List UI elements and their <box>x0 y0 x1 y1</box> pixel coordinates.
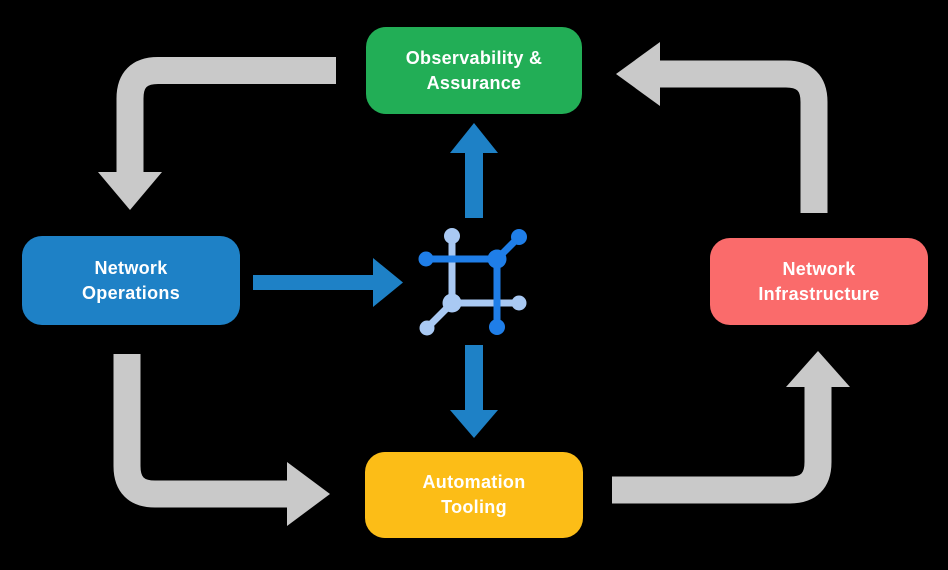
node-label-line: Automation <box>422 472 526 492</box>
node-label-line: Network <box>94 257 168 278</box>
icon-node-bottom-left <box>442 293 462 313</box>
arrow-head-right-icon <box>373 258 403 307</box>
node-label-line: Network <box>782 258 856 279</box>
flow-arrow-center-to-observability <box>450 123 498 218</box>
arrow-shaft <box>113 354 289 508</box>
flow-arrow-center-to-tooling <box>450 345 498 438</box>
flow-arrow-operations-to-center <box>253 258 403 307</box>
arrow-head-left-icon <box>616 42 660 106</box>
flow-arrow-tooling-to-infrastructure <box>612 351 850 504</box>
flow-arrow-observability-to-operations <box>98 57 336 210</box>
network-automation-icon <box>418 228 527 336</box>
icon-node-bottom-left-end <box>419 320 435 336</box>
arrow-head-up-icon <box>450 123 498 153</box>
node-label-line: Operations <box>81 282 181 303</box>
icon-node-bottom <box>489 319 505 335</box>
node-network-infrastructure: Network Infrastructure <box>710 238 928 325</box>
icon-node-left <box>418 251 434 267</box>
arrow-head-down-icon <box>98 172 162 210</box>
arrow-head-right-icon <box>287 462 330 526</box>
icon-node-top <box>444 228 460 244</box>
icon-node-top-right <box>487 249 507 269</box>
icon-node-top-right-end <box>511 229 527 245</box>
node-network-operations: Network Operations <box>22 236 240 325</box>
node-label-line: Assurance <box>426 72 522 93</box>
flow-arrow-operations-to-tooling <box>113 354 330 526</box>
node-observability-assurance: Observability & Assurance <box>366 27 582 114</box>
node-label-line: Infrastructure <box>758 283 880 304</box>
icon-node-right <box>511 295 527 311</box>
arrow-head-up-icon <box>786 351 850 387</box>
node-automation-tooling: Automation Tooling <box>365 452 583 538</box>
flow-arrow-infrastructure-to-observability <box>616 42 828 213</box>
arrow-shaft <box>612 385 832 504</box>
arrow-shaft <box>658 60 828 213</box>
arrow-shaft <box>116 57 336 174</box>
arrow-head-down-icon <box>450 410 498 438</box>
node-label-line: Observability & <box>405 47 543 68</box>
node-label-line: Tooling <box>441 497 507 517</box>
